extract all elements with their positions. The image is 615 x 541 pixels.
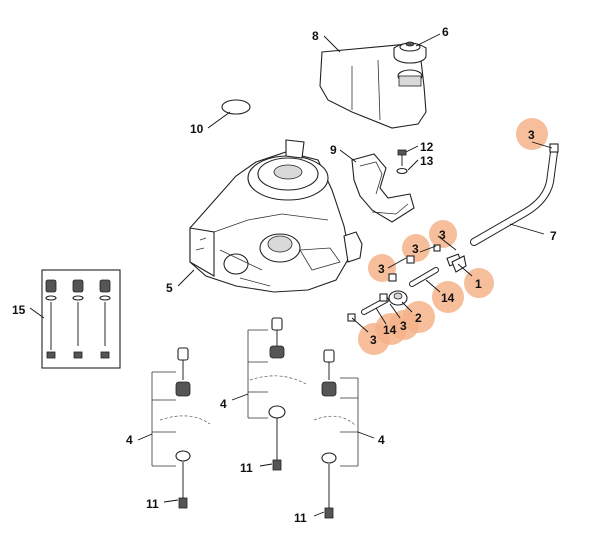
highlight-3-e xyxy=(358,323,390,355)
label-9: 9 xyxy=(330,143,337,157)
leader-lines xyxy=(29,33,553,517)
label-4-center: 4 xyxy=(220,397,227,411)
bolt-1 xyxy=(45,279,57,359)
label-10: 10 xyxy=(190,122,204,136)
label-13: 13 xyxy=(420,154,434,168)
label-3-d: 3 xyxy=(400,319,407,333)
label-12: 12 xyxy=(420,140,434,154)
highlight-3-b xyxy=(402,234,430,262)
label-3-b: 3 xyxy=(412,242,419,256)
label-8: 8 xyxy=(312,29,319,43)
label-7: 7 xyxy=(550,229,557,243)
mount-assembly-left xyxy=(151,347,211,509)
mount-assembly-right xyxy=(313,349,359,519)
highlight-3-a xyxy=(429,220,457,248)
fuel-fittings xyxy=(347,244,467,322)
bolt-3 xyxy=(99,279,111,359)
label-3-a: 3 xyxy=(439,228,446,242)
label-6: 6 xyxy=(442,25,449,39)
screw-and-washer xyxy=(396,149,408,175)
label-14-b: 14 xyxy=(383,323,397,337)
label-3-top: 3 xyxy=(528,128,535,142)
bolt-2 xyxy=(72,279,84,359)
label-3-c: 3 xyxy=(378,262,385,276)
hardware-kit-box xyxy=(41,269,121,369)
label-11-center: 11 xyxy=(240,461,253,475)
part-labels: 8 6 10 9 12 13 5 7 15 3 3 3 3 1 14 2 3 1… xyxy=(12,25,557,525)
highlight-14-a xyxy=(432,281,464,313)
label-14-a: 14 xyxy=(441,291,455,305)
fuel-cap xyxy=(393,41,427,64)
label-2: 2 xyxy=(415,311,422,325)
label-3-e: 3 xyxy=(370,333,377,347)
highlight-markers xyxy=(358,118,548,355)
bracket-frame xyxy=(351,153,415,223)
label-4-left: 4 xyxy=(126,433,133,447)
mount-assembly-center xyxy=(247,317,307,471)
label-15: 15 xyxy=(12,303,26,317)
label-5: 5 xyxy=(166,281,173,295)
label-11-left: 11 xyxy=(146,497,159,511)
label-4-right: 4 xyxy=(378,433,385,447)
highlight-3-top xyxy=(516,118,548,150)
fuel-tank xyxy=(319,43,427,129)
fuel-line xyxy=(470,143,559,246)
gasket-oval xyxy=(221,99,251,115)
label-11-right: 11 xyxy=(294,511,307,525)
engine xyxy=(189,139,363,293)
label-1: 1 xyxy=(475,277,482,291)
